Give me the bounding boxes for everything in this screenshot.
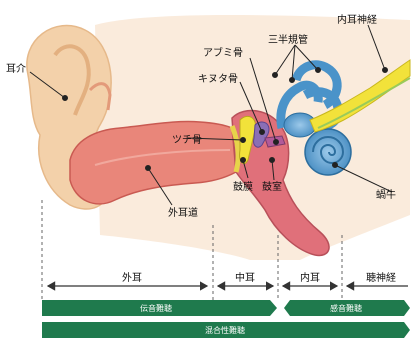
label-vestibular-nerve: 内耳神経 — [337, 13, 377, 26]
section-outer-ear: 外耳 — [122, 272, 142, 284]
bar-conductive-label: 伝音難聴 — [140, 303, 172, 313]
label-cochlea: 蝸牛 — [376, 188, 396, 201]
section-inner-ear: 内耳 — [300, 271, 320, 284]
section-middle-ear: 中耳 — [235, 271, 255, 284]
section-retrocochlear: 聴神経 — [366, 271, 396, 284]
label-incus: キヌタ骨 — [198, 73, 238, 85]
label-stapes: アブミ骨 — [203, 46, 243, 59]
label-eardrum: 鼓膜 — [233, 180, 253, 193]
hearing-loss-bars: 伝音難聴 感音難聴 混合性難聴 — [42, 300, 410, 338]
label-ear-canal: 外耳道 — [168, 206, 198, 219]
label-pinna: 耳介 — [6, 63, 26, 75]
label-malleus: ツチ骨 — [172, 134, 202, 146]
bar-mixed-label: 混合性難聴 — [205, 325, 245, 335]
bar-sensorineural-label: 感音難聴 — [330, 303, 362, 313]
vestibule — [284, 113, 316, 137]
label-semicircular-canals: 三半規管 — [268, 33, 308, 46]
label-tympanic-cavity: 鼓室 — [262, 180, 282, 193]
